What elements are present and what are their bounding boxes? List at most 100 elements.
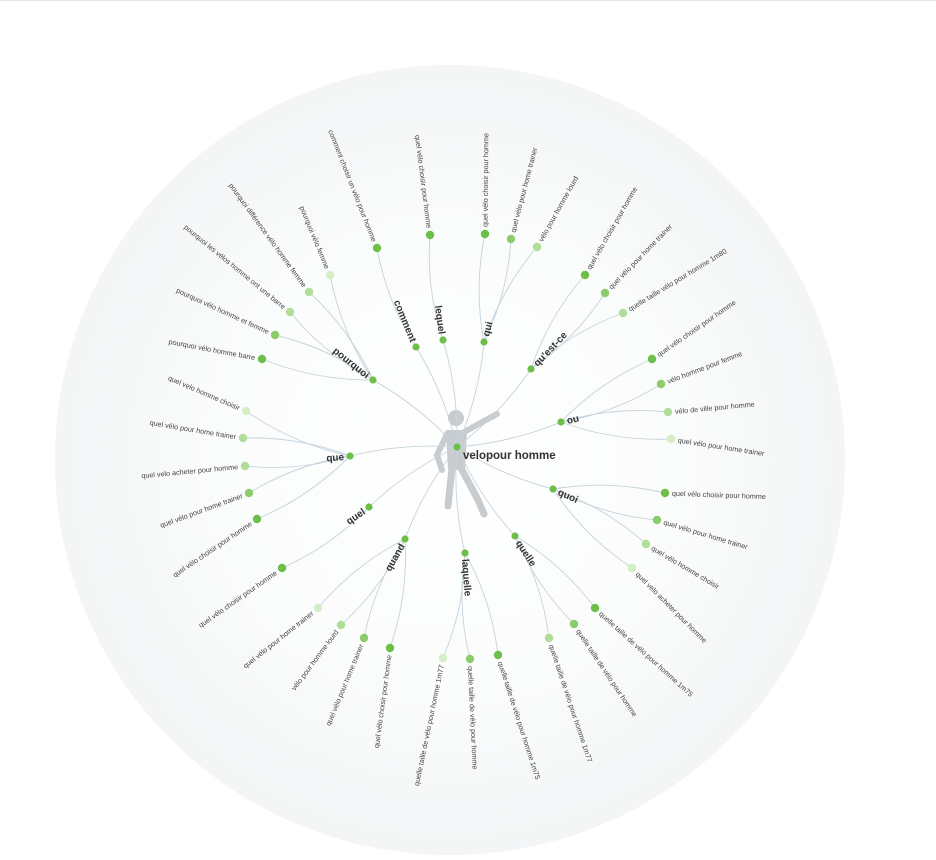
leaf-node-ou-1[interactable] — [656, 379, 666, 389]
edge-center-qui — [456, 341, 485, 448]
edge-pourquoi-0 — [261, 358, 374, 381]
branch-node-questce[interactable] — [527, 365, 535, 373]
leaf-node-pourquoi-4[interactable] — [325, 270, 335, 280]
edge-laquelle-2 — [442, 552, 466, 659]
edge-quelle-1 — [514, 535, 575, 625]
leaf-node-questce-0[interactable] — [580, 270, 590, 280]
leaf-node-questce-2[interactable] — [618, 308, 628, 318]
edge-quelle-0 — [514, 535, 596, 609]
edge-quelle-2 — [514, 535, 550, 639]
leaf-node-ou-2[interactable] — [663, 407, 673, 417]
branch-node-qui[interactable] — [480, 338, 488, 346]
edge-questce-2 — [530, 312, 624, 370]
leaf-label-quoi-0[interactable]: quel vélo choisir pour homme — [672, 489, 766, 501]
branch-node-lequel[interactable] — [439, 336, 447, 344]
edge-center-que — [349, 445, 458, 457]
leaf-node-quand-0[interactable] — [385, 643, 395, 653]
center-node[interactable] — [453, 443, 461, 451]
branch-label-que[interactable]: que — [326, 452, 345, 464]
edge-ou-2 — [560, 410, 669, 423]
branch-node-comment[interactable] — [412, 343, 420, 351]
branch-node-laquelle[interactable] — [461, 549, 469, 557]
leaf-node-laquelle-2[interactable] — [438, 653, 448, 663]
leaf-node-qui-2[interactable] — [532, 242, 542, 252]
edge-lequel-0 — [428, 234, 444, 341]
branch-node-quelle[interactable] — [511, 532, 519, 540]
edge-center-quoi — [456, 446, 554, 490]
leaf-node-quoi-1[interactable] — [652, 515, 662, 525]
leaf-node-quelle-0[interactable] — [590, 603, 600, 613]
leaf-node-lequel-0[interactable] — [425, 230, 435, 240]
leaf-node-quoi-3[interactable] — [627, 563, 637, 573]
leaf-node-laquelle-0[interactable] — [493, 650, 503, 660]
edge-center-comment — [415, 346, 458, 448]
edge-que-0 — [256, 455, 351, 520]
edge-quand-3 — [317, 538, 406, 609]
leaf-node-quoi-0[interactable] — [660, 488, 670, 498]
edge-que-1 — [248, 455, 351, 494]
edge-center-quand — [404, 446, 458, 540]
edge-center-quel — [368, 446, 458, 508]
leaf-node-que-3[interactable] — [238, 433, 248, 443]
leaf-node-pourquoi-2[interactable] — [285, 307, 295, 317]
leaf-node-que-1[interactable] — [244, 488, 254, 498]
edge-pourquoi-4 — [329, 274, 374, 381]
edge-ou-3 — [560, 421, 672, 440]
leaf-node-ou-3[interactable] — [666, 434, 676, 444]
edge-center-laquelle — [455, 446, 466, 554]
center-label[interactable]: velopour homme — [463, 450, 556, 462]
edge-center-ou — [456, 421, 562, 448]
leaf-node-que-4[interactable] — [241, 406, 251, 416]
leaf-node-laquelle-1[interactable] — [465, 654, 475, 664]
edge-quoi-0 — [552, 484, 666, 494]
branch-node-que[interactable] — [346, 452, 354, 460]
leaf-node-ou-0[interactable] — [647, 354, 657, 364]
edge-ou-1 — [560, 383, 662, 423]
leaf-node-comment-0[interactable] — [372, 243, 382, 253]
leaf-node-qui-1[interactable] — [506, 234, 516, 244]
leaf-node-quelle-2[interactable] — [544, 633, 554, 643]
branch-node-quoi[interactable] — [549, 485, 557, 493]
leaf-node-quand-3[interactable] — [313, 603, 323, 613]
edge-quoi-1 — [552, 488, 658, 521]
leaf-node-qui-0[interactable] — [480, 229, 490, 239]
edge-quel-0 — [281, 506, 370, 569]
branch-label-qui[interactable]: qui — [481, 320, 495, 337]
leaf-node-que-0[interactable] — [252, 514, 262, 524]
branch-label-lequel[interactable]: lequel — [432, 305, 447, 335]
leaf-node-quel-0[interactable] — [277, 563, 287, 573]
edge-center-questce — [456, 368, 532, 448]
edge-ou-0 — [560, 358, 653, 423]
leaf-node-pourquoi-0[interactable] — [257, 354, 267, 364]
leaf-label-qui-0[interactable]: quel vélo choisir pour homme — [481, 133, 491, 227]
leaf-node-que-2[interactable] — [240, 461, 250, 471]
edge-que-4 — [245, 410, 351, 457]
leaf-node-questce-1[interactable] — [600, 288, 610, 298]
leaf-node-pourquoi-1[interactable] — [270, 330, 280, 340]
edge-quand-2 — [340, 538, 406, 626]
edge-pourquoi-3 — [308, 291, 374, 381]
edge-questce-0 — [530, 274, 586, 370]
leaf-node-quand-2[interactable] — [336, 620, 346, 630]
edge-laquelle-0 — [464, 552, 499, 656]
leaf-node-quand-1[interactable] — [359, 633, 369, 643]
branch-label-ou[interactable]: ou — [566, 413, 580, 427]
edge-comment-0 — [376, 247, 417, 348]
edge-quand-0 — [389, 538, 406, 649]
edge-center-lequel — [442, 339, 458, 448]
edge-que-2 — [244, 455, 351, 468]
leaf-node-quelle-1[interactable] — [569, 619, 579, 629]
branch-node-pourquoi[interactable] — [369, 376, 377, 384]
branch-node-ou[interactable] — [557, 418, 565, 426]
leaf-node-quoi-2[interactable] — [641, 539, 651, 549]
edge-qui-2 — [483, 246, 538, 343]
edge-center-quelle — [456, 446, 516, 537]
branch-node-quand[interactable] — [401, 535, 409, 543]
leaf-node-pourquoi-3[interactable] — [304, 287, 314, 297]
branch-node-quel[interactable] — [365, 503, 373, 511]
edge-laquelle-1 — [461, 552, 471, 660]
branch-label-laquelle[interactable]: laquelle — [459, 559, 473, 597]
edge-pourquoi-2 — [289, 311, 374, 381]
